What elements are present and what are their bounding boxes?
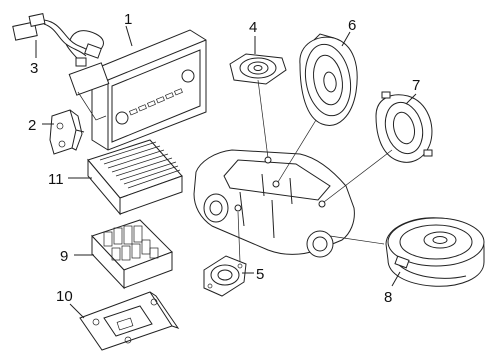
- callout-6: 6: [348, 17, 356, 34]
- callout-7: 7: [412, 77, 420, 94]
- part-10-mounting-bracket: [79, 291, 180, 351]
- leader-1: [125, 25, 133, 47]
- callout-4: 4: [249, 19, 257, 36]
- callout-5: 5: [256, 266, 264, 283]
- part-5-small-speaker: [203, 255, 247, 297]
- callout-2: 2: [28, 117, 36, 134]
- part-1-display-unit: [68, 29, 207, 151]
- part-6-door-speaker: [299, 33, 358, 126]
- leader-6: [341, 31, 351, 47]
- part-3-harness-connector: [12, 13, 104, 67]
- callout-1: 1: [124, 11, 132, 28]
- part-2-bracket: [49, 109, 85, 155]
- vehicle-outline: [193, 149, 355, 258]
- vehicle-leaders: [237, 79, 393, 263]
- part-8-subwoofer: [385, 217, 485, 287]
- callout-9: 9: [60, 248, 68, 265]
- part-4-tweeter-speaker: [229, 53, 287, 85]
- part-7-rear-speaker: [375, 91, 433, 163]
- leader-7: [405, 93, 417, 105]
- leader-10: [69, 303, 85, 319]
- leader-8: [391, 271, 401, 287]
- callout-3: 3: [30, 60, 38, 77]
- callout-8: 8: [384, 289, 392, 306]
- part-9-control-module: [91, 219, 173, 290]
- callout-10: 10: [56, 288, 73, 305]
- part-11-amplifier-module: [87, 139, 183, 216]
- callout-11: 11: [48, 171, 64, 188]
